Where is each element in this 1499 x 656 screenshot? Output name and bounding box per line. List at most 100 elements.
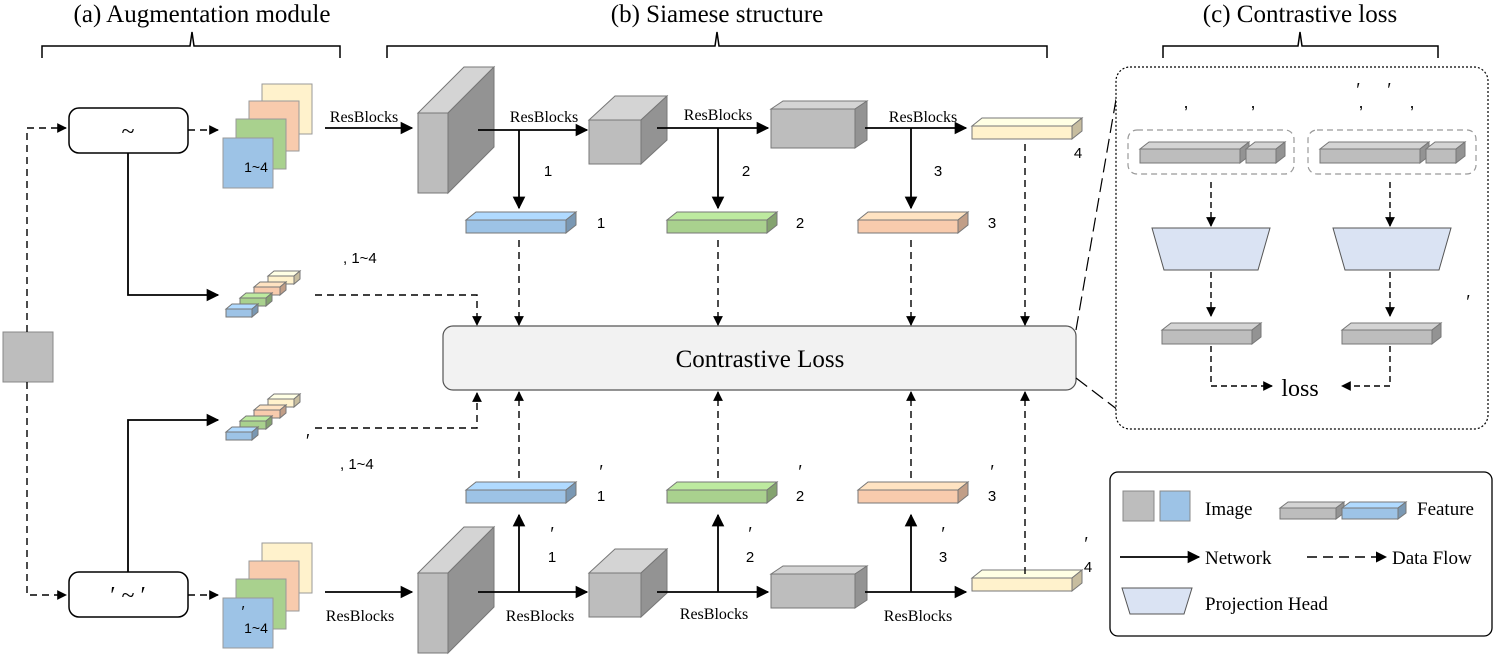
small-bottom-lvl4 [266,392,302,409]
contrastive-loss-box [442,325,1077,391]
aug-bottom-to-small [127,413,220,572]
bottom-branch-idx-1: 1 [548,549,556,566]
section-headers: (a) Augmentation module (b) Siamese stru… [41,1,1439,58]
brace-a [41,31,341,58]
image-stack-top: 1~4 [222,83,313,189]
inset-left-to-loss [1210,346,1273,391]
input-image [2,331,54,383]
top-end-idx: 4 [1074,145,1082,162]
top-branch-idx-3: 3 [934,163,942,180]
bottom-feat-prime-2: ′ [798,462,802,482]
resblocks-label-t4: ResBlocks [889,109,957,126]
aug-op-bottom-label: ′ ~ ′ [110,583,145,609]
bottom-branch-prime-2: ′ [748,524,752,544]
legend-feature-blue-icon [1340,501,1408,520]
small-top-label: , 1~4 [343,250,377,267]
inset-out-prime: ′ [1466,292,1470,312]
contrastive-loss-label: Contrastive Loss [676,346,845,373]
stack-bottom-label: 1~4 [244,620,268,636]
bottom-net-block-1 [416,525,496,655]
bottom-feat-idx-1: 1 [597,488,605,505]
bottom-feat-3 [856,480,970,505]
stack-bottom-prime: ′ [242,604,245,621]
legend-projection-label: Projection Head [1205,594,1328,615]
inset-right-punct-1: , [1358,92,1363,112]
projection-head-left [1151,227,1271,271]
bottom-feat-prime-3: ′ [990,462,994,482]
small-bottom-label: , 1~4 [340,456,374,473]
top-net-block-2 [587,94,669,166]
inset-group-right [1307,129,1477,175]
legend-projection-icon [1121,587,1193,615]
section-a-title: (a) Augmentation module [74,1,331,28]
bottom-branch-prime-1: ′ [550,524,554,544]
bottom-branch-prime-3: ′ [941,524,945,544]
inset-right-prime-1: ′ [1356,80,1360,100]
legend-image-label: Image [1205,499,1252,520]
resblocks-label-b2: ResBlocks [506,608,574,625]
legend-image-gray-icon [1122,490,1155,522]
bottom-net-block-2 [587,547,669,619]
top-feat-idx-1: 1 [597,215,605,232]
inset-group-left [1127,129,1295,175]
section-b-title: (b) Siamese structure [611,1,823,28]
zoom-lines [1075,87,1119,411]
small-top-lvl1 [224,302,260,319]
inset-right-punct-2: , [1409,92,1414,112]
input-flows [26,123,67,600]
top-branch-idx-1: 1 [544,163,552,180]
inset-right-feat-short [1424,140,1467,165]
resblocks-label-b3: ResBlocks [680,606,748,623]
inset-right-feat-long [1318,140,1431,165]
section-c-title: (c) Contrastive loss [1203,1,1397,28]
small-bottom-to-loss [315,392,482,429]
resblocks-label-b4: ResBlocks [884,608,952,625]
resblocks-label-b1: ResBlocks [326,608,394,625]
bottom-end-prime: ′ [1084,534,1088,554]
inset-left-punct-1: , [1183,92,1188,112]
top-net-block-3 [769,100,869,149]
brace-b [386,31,1048,58]
brace-c [1162,31,1439,58]
top-net-block-1 [416,65,496,195]
top-feat-idx-2: 2 [796,215,804,232]
projection-head-right [1332,227,1452,271]
bottom-branch-idx-2: 2 [746,549,754,566]
top-feat-2 [665,210,779,235]
bottom-feat-1 [464,480,578,505]
bottom-feat-prime-1: ′ [599,462,603,482]
bottom-feat-4 [970,568,1084,593]
top-feat-idx-3: 3 [988,215,996,232]
legend-feature-label: Feature [1417,499,1474,520]
small-bottom-lvl1 [224,425,260,442]
bottom-net-block-3 [769,565,869,609]
bottom-feat-idx-2: 2 [796,488,804,505]
resblocks-label-t3: ResBlocks [684,107,752,124]
top-branch-idx-2: 2 [742,163,750,180]
inset-left-feat-short [1244,140,1287,165]
legend-image-blue-icon [1159,490,1191,522]
inset-left-feat-long [1138,140,1251,165]
legend-dataflow-label: Data Flow [1392,548,1472,569]
resblocks-label-t2: ResBlocks [510,109,578,126]
resblocks-label-t1: ResBlocks [330,109,398,126]
inset-loss-label: loss [1281,376,1318,402]
bottom-feat-idx-3: 3 [988,488,996,505]
top-feat-4 [970,116,1084,141]
bottom-end-idx: 4 [1084,559,1092,576]
bottom-feat-2 [665,480,779,505]
small-top-to-loss [315,294,482,326]
small-feature-stack-bottom [224,392,302,442]
legend-feature-gray-icon [1278,501,1346,520]
inset-right-to-loss [1341,346,1391,391]
inset-left-punct-2: , [1250,92,1255,112]
aug-top-to-small [127,153,220,302]
inset-left-output [1160,321,1263,346]
stack-top-label: 1~4 [244,159,268,175]
small-bottom-prime: ′ [306,431,310,451]
aug-op-top-label: ~ [122,119,135,145]
image-stack-bottom: ′ 1~4 [222,542,313,649]
bottom-branch-idx-3: 3 [939,549,947,566]
inset-right-output [1340,321,1443,346]
